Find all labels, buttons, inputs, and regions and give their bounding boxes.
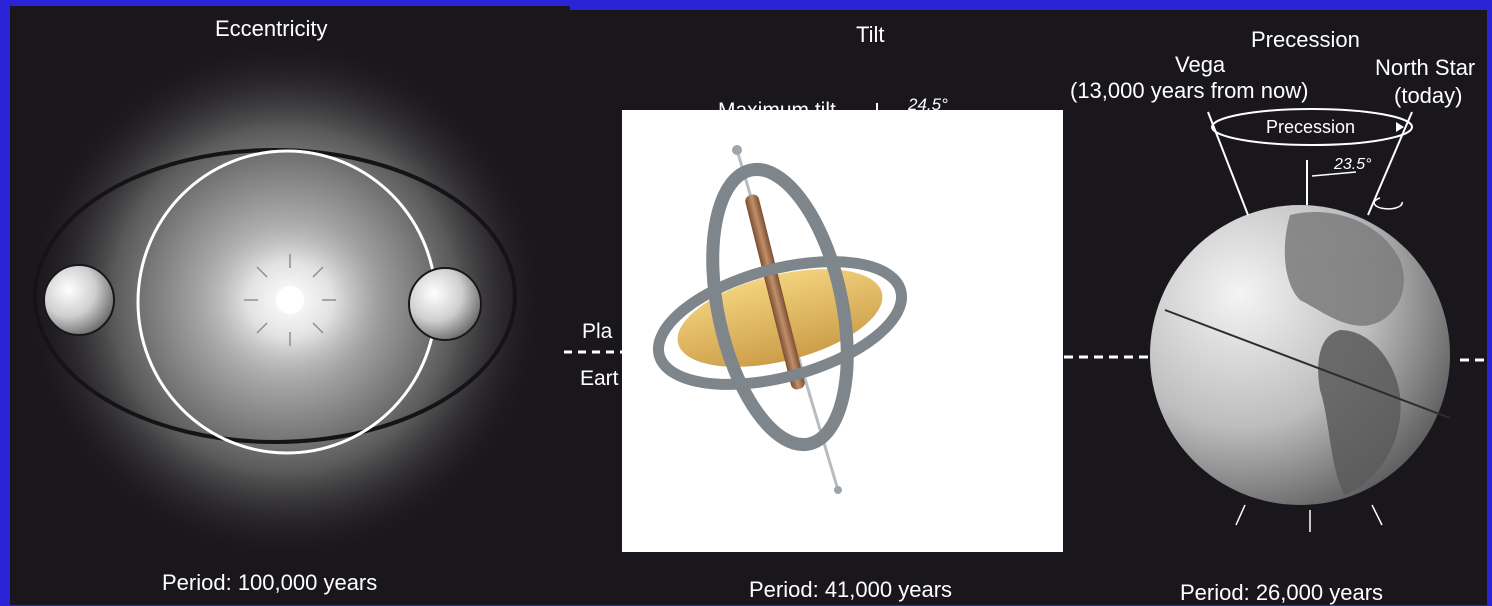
precession-title: Precession <box>1251 27 1360 52</box>
north-star-sublabel: (today) <box>1394 83 1463 108</box>
eccentricity-title: Eccentricity <box>215 16 328 41</box>
continents <box>1284 212 1404 495</box>
tilt-title: Tilt <box>856 22 885 47</box>
tilt-period: Period: 41,000 years <box>749 577 953 602</box>
vega-sublabel: (13,000 years from now) <box>1070 78 1309 103</box>
tilt-max-value: 24.5° <box>908 95 948 114</box>
precession-period: Period: 26,000 years <box>1180 580 1384 605</box>
eccentricity-diagram <box>20 35 550 565</box>
planet-left <box>43 264 115 336</box>
north-star-label: North Star <box>1375 55 1476 80</box>
tilt-plane-label: Pla <box>582 320 613 343</box>
tilt-max-label: Maximum tilt <box>718 99 836 122</box>
vega-axis <box>1207 111 1249 216</box>
eccentricity-period: Period: 100,000 years <box>162 570 378 595</box>
planet-right <box>408 267 482 341</box>
spoke-bottom-right <box>1371 504 1383 526</box>
equator-line <box>1164 309 1451 419</box>
angle-arrow-icon <box>1311 171 1357 177</box>
precession-cone-ellipse <box>1211 108 1413 146</box>
gyroscope-icon <box>652 145 908 494</box>
precession-angle-label: 23.5° <box>1334 156 1372 173</box>
spoke-bottom-left <box>1235 504 1246 526</box>
sun-icon <box>244 254 336 346</box>
vega-label: Vega <box>1175 52 1226 77</box>
north-star-axis <box>1367 111 1413 216</box>
tilt-earth-label: Eart <box>580 367 619 390</box>
spin-arrow-icon <box>1373 197 1403 210</box>
precession-arc-label: Precession <box>1266 117 1356 137</box>
precession-diagram <box>1064 108 1490 532</box>
precession-arrow-icon <box>1396 122 1404 132</box>
